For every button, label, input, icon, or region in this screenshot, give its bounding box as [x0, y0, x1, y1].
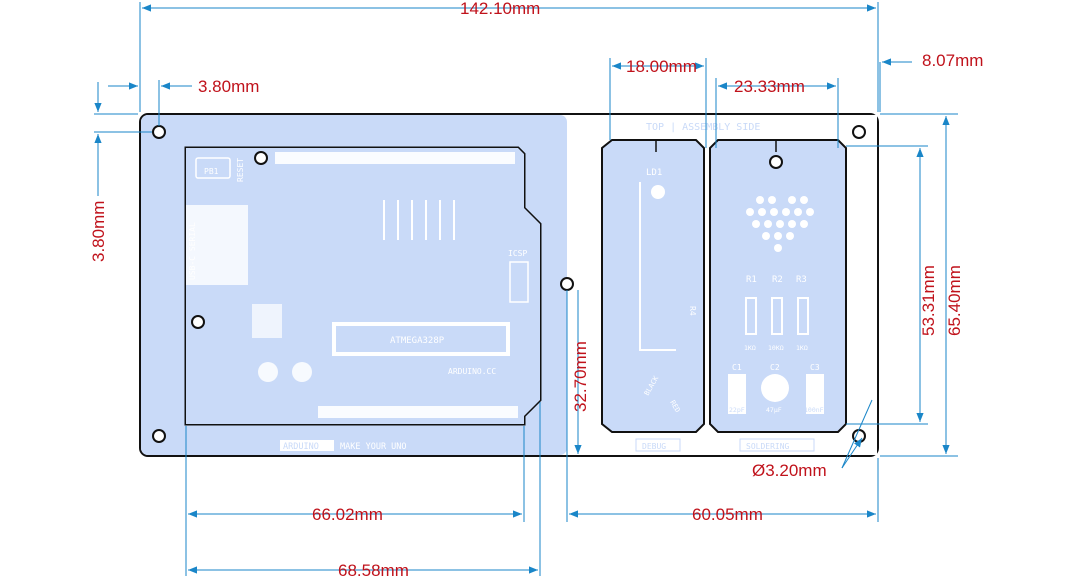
cap-c6 — [258, 362, 278, 382]
mcu-label: ATMEGA328P — [390, 336, 445, 346]
debug-breakout — [601, 139, 705, 433]
top-header-label: TOP | ASSEMBLY SIDE — [646, 122, 760, 133]
dimension-lines — [94, 2, 958, 576]
url-label: ARDUINO.CC — [448, 367, 496, 376]
ld1-label: LD1 — [646, 168, 662, 178]
hole-uno-top — [254, 151, 268, 165]
header-j2 — [275, 152, 515, 164]
c3-value: 100nF — [804, 406, 824, 414]
c3-label: C3 — [810, 363, 820, 372]
icsp-header — [509, 261, 529, 303]
c1-label: C1 — [732, 363, 742, 372]
debug-trace — [639, 182, 676, 351]
hole-soldering-top — [769, 155, 783, 169]
reset-label: RESET — [236, 158, 245, 182]
icsp-label: ICSP — [508, 249, 527, 258]
hole-bottom-left — [152, 429, 166, 443]
debug-label: DEBUG — [642, 442, 666, 451]
pcb-board: USB-C SERIAL PB1 RESET ATMEGA328P ARDUIN… — [139, 113, 879, 457]
c1-value: 22pF — [729, 406, 745, 414]
usb-serial-box — [186, 205, 248, 285]
hole-uno-mid — [191, 315, 205, 329]
dim-overall-height: 65.40mm — [945, 265, 964, 336]
cap-c1 — [728, 374, 746, 414]
brand-box — [280, 440, 334, 451]
r3-label: R3 — [796, 275, 807, 285]
hole-top-right — [852, 125, 866, 139]
header-j3 — [318, 406, 518, 418]
soldering-box — [739, 438, 815, 452]
dim-right-section-width: 60.05mm — [692, 505, 763, 524]
resistors — [745, 297, 809, 335]
cap-c3 — [806, 374, 824, 414]
soldering-label: SOLDERING — [746, 442, 790, 451]
r2-label: R2 — [772, 275, 783, 285]
r4-label: R4 — [688, 306, 697, 316]
dim-inner-height: 53.31mm — [919, 265, 938, 336]
led-ld1 — [651, 185, 665, 199]
uno-fill — [186, 148, 540, 424]
usb-serial-label: USB-C SERIAL — [188, 222, 197, 280]
dim-hole-offset-x: 3.80mm — [198, 77, 259, 96]
hole-center — [560, 277, 574, 291]
r1-value: 1KΩ — [744, 344, 756, 352]
dim-right-margin: 8.07mm — [922, 51, 983, 70]
dim-uno-width: 66.02mm — [312, 505, 383, 524]
pb1-switch — [195, 157, 231, 179]
r3-value: 1KΩ — [796, 344, 808, 352]
r2-value: 10KΩ — [768, 344, 784, 352]
dimension-labels: 142.10mm 3.80mm 3.80mm 18.00mm 23.33mm 8… — [89, 0, 983, 580]
regulator-u3 — [252, 304, 282, 338]
dim-slot1-width: 18.00mm — [626, 57, 697, 76]
dim-uno-outer-width: 68.58mm — [338, 561, 409, 580]
dim-hole-diameter: Ø3.20mm — [752, 461, 827, 480]
brand-left: ARDUINO — [283, 442, 319, 452]
cap-c2 — [761, 374, 789, 402]
r1-label: R1 — [746, 275, 757, 285]
resistor-row — [383, 200, 455, 240]
cap-c7 — [292, 362, 312, 382]
hole-top-left — [152, 125, 166, 139]
brand-right: MAKE YOUR UNO — [340, 442, 407, 452]
c2-label: C2 — [770, 363, 780, 372]
pb1-label: PB1 — [204, 167, 219, 176]
dim-overall-width: 142.10mm — [460, 0, 540, 18]
dim-slot2-width: 23.33mm — [734, 77, 805, 96]
dim-hole-offset-y: 3.80mm — [89, 201, 108, 262]
mcu-body — [336, 326, 506, 352]
c2-value: 47µF — [766, 406, 782, 414]
debug-box — [635, 438, 681, 452]
dim-breakout-height: 32.70mm — [571, 341, 590, 412]
heart-pattern — [746, 196, 814, 252]
